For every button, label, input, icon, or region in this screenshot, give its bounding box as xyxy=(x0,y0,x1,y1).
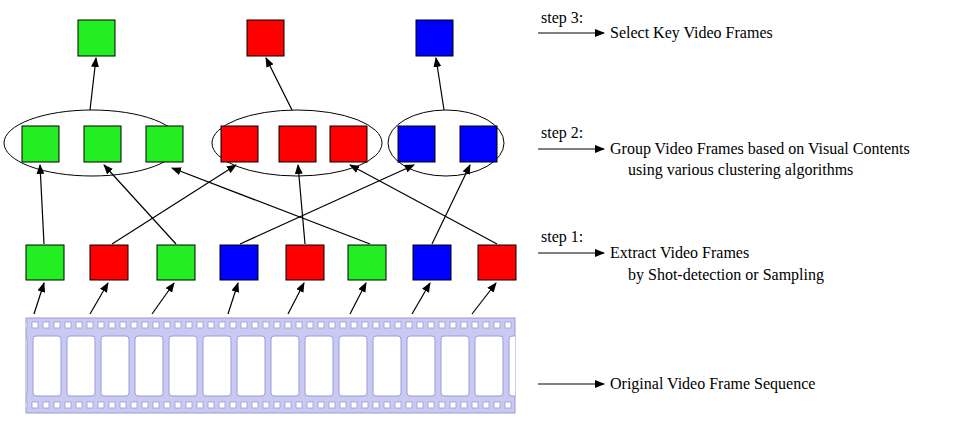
select-arrows xyxy=(90,58,444,110)
step-label: step 3: xyxy=(541,9,583,27)
step-description: using various clustering algorithms xyxy=(628,161,853,179)
clustered-frames xyxy=(22,126,497,162)
step-description: Group Video Frames based on Visual Conte… xyxy=(610,140,910,158)
step-label: step 1: xyxy=(541,228,583,246)
sequence-label: Original Video Frame Sequence xyxy=(610,375,815,393)
step-description: Select Key Video Frames xyxy=(610,24,773,42)
step-description: Extract Video Frames xyxy=(610,244,749,262)
step-arrows xyxy=(538,33,604,384)
sampled-frames xyxy=(26,245,516,280)
step-description: by Shot-detection or Sampling xyxy=(628,266,824,284)
group-arrows xyxy=(40,165,497,244)
step-label: step 2: xyxy=(541,124,583,142)
extract-arrows xyxy=(34,283,496,314)
key-frames xyxy=(78,20,453,56)
film-strip xyxy=(26,318,515,413)
cluster-ellipses xyxy=(4,110,504,176)
